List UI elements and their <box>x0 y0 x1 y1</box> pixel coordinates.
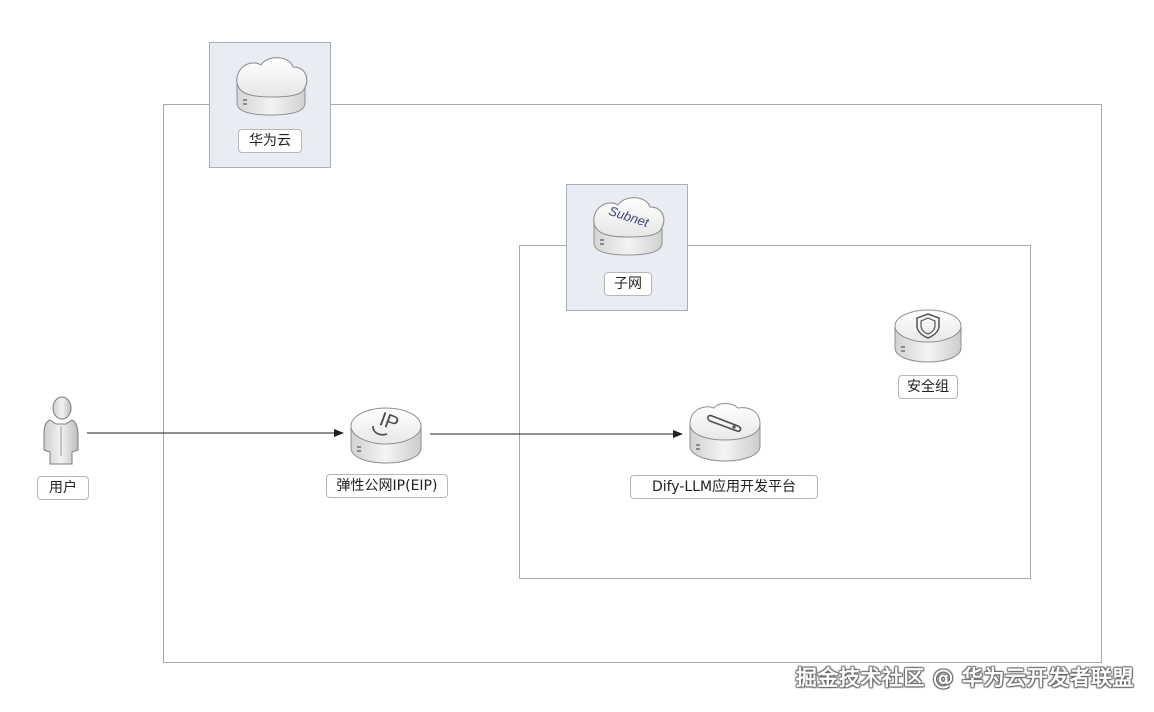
app-disk-icon[interactable] <box>688 400 762 464</box>
subnet-node[interactable]: Subnet 子网 <box>566 184 688 311</box>
cloud-icon <box>236 57 308 116</box>
huawei-cloud-label: 华为云 <box>238 129 302 153</box>
subnet-label: 子网 <box>604 272 652 296</box>
subnet-cloud-icon: Subnet <box>593 197 665 256</box>
shield-disk-icon[interactable] <box>893 304 963 364</box>
user-label: 用户 <box>37 476 89 500</box>
eip-label: 弹性公网IP(EIP) <box>326 474 448 498</box>
user-person-icon[interactable] <box>40 396 82 466</box>
subnet-frame <box>519 245 1031 579</box>
huawei-cloud-node[interactable]: 华为云 <box>209 42 331 168</box>
watermark-text: 掘金技术社区 @ 华为云开发者联盟 <box>795 666 1134 690</box>
security-group-label: 安全组 <box>898 375 958 399</box>
dify-label: Dify-LLM应用开发平台 <box>630 475 818 499</box>
ip-disk-icon[interactable]: IP <box>349 402 423 466</box>
huawei-cloud-frame <box>163 104 1102 663</box>
